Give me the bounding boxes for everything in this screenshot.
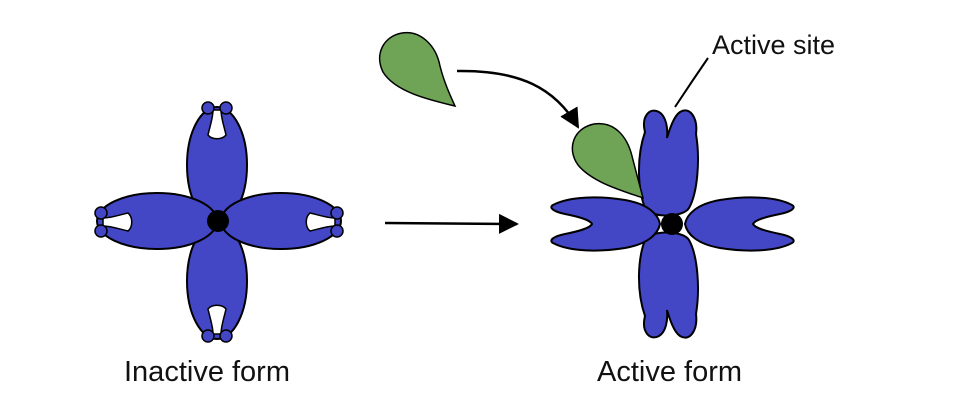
active-subunit-top (637, 109, 699, 217)
active-subunit-right (683, 196, 795, 252)
inactive-subunit-right (220, 192, 344, 250)
inactive-subunit-top (186, 101, 248, 224)
inactive-enzyme (94, 101, 344, 343)
active-site-label: Active site (712, 30, 836, 60)
substrate-bound (571, 122, 645, 200)
inactive-center-hub (207, 210, 229, 232)
active-enzyme (550, 109, 795, 339)
active-subunit-left (550, 196, 662, 252)
active-site-pointer (674, 57, 709, 108)
inactive-form-label: Inactive form (124, 356, 290, 388)
inactive-subunit-left (94, 192, 218, 250)
active-subunit-bottom (637, 231, 699, 339)
substrate-free (378, 31, 457, 108)
active-form-label: Active form (597, 356, 743, 388)
binding-arrow (456, 69, 580, 129)
activation-arrow (384, 213, 519, 234)
active-center-hub (661, 213, 683, 235)
